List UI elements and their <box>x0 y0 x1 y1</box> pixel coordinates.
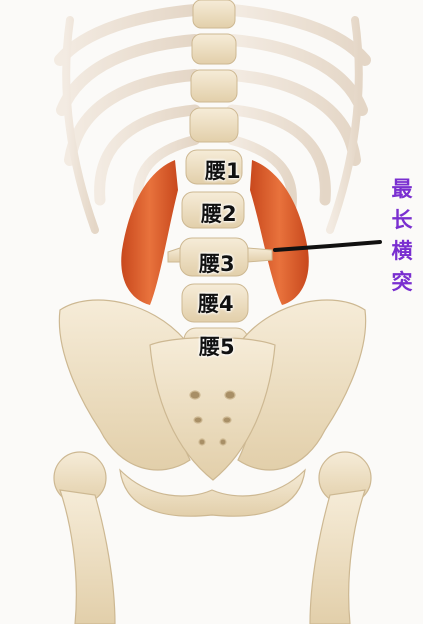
annotation-label: 最长横突 <box>389 174 415 298</box>
vertebra-label-l2: 腰2 <box>201 198 237 228</box>
vertebra-label-l3: 腰3 <box>199 248 235 278</box>
vertebra-label-l4: 腰4 <box>198 288 234 318</box>
vertebra-label-l5: 腰5 <box>199 331 235 361</box>
vertebra-label-l1: 腰1 <box>205 155 241 185</box>
